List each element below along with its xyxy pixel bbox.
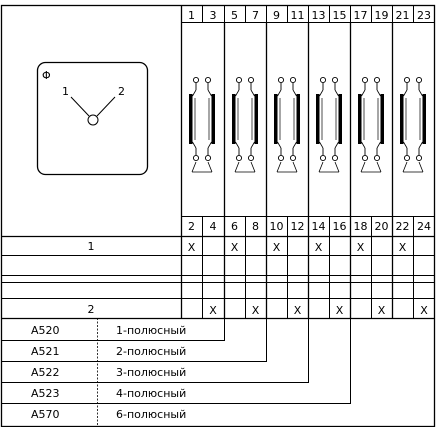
selector-box	[36, 61, 149, 176]
contact-mark: X	[273, 241, 281, 254]
top-terminal-label: 7	[252, 9, 259, 22]
contact-mark: X	[252, 304, 260, 317]
selector-phi: Φ	[42, 69, 51, 82]
contact-pair	[358, 76, 384, 173]
top-terminal-label: 5	[231, 9, 238, 22]
position-table: 1 2 X X X X X X X X X X X X	[1, 235, 435, 320]
model-desc: 3-полюсный	[116, 366, 186, 379]
bottom-terminal-label: 14	[312, 220, 326, 233]
model-code: A522	[31, 366, 60, 379]
bottom-terminal-label: 16	[333, 220, 347, 233]
bottom-terminal-label: 10	[270, 220, 284, 233]
bottom-terminal-label: 20	[375, 220, 389, 233]
bottom-terminal-label: 24	[417, 220, 431, 233]
bottom-terminal-label: 8	[252, 220, 259, 233]
selector-pos-left: 1	[62, 85, 69, 98]
bottom-terminal-label: 2	[188, 220, 195, 233]
top-terminal-label: 15	[333, 9, 347, 22]
bottom-terminal-label: 22	[396, 220, 410, 233]
model-desc: 1-полюсный	[116, 324, 186, 337]
bottom-terminal-label: 4	[210, 220, 217, 233]
contact-mark: X	[378, 304, 386, 317]
top-terminal-label: 17	[354, 9, 368, 22]
position-1-label: 1	[88, 240, 95, 253]
top-terminal-label: 11	[291, 9, 305, 22]
model-desc: 4-полюсный	[116, 387, 186, 400]
top-terminal-label: 23	[417, 9, 431, 22]
model-code: A570	[31, 408, 60, 421]
model-code: A521	[31, 345, 60, 358]
selector-pos-right: 2	[118, 85, 125, 98]
top-terminal-label: 3	[210, 9, 217, 22]
position-2-label: 2	[88, 303, 95, 316]
bottom-terminal-label: 6	[231, 220, 238, 233]
contact-pair	[274, 76, 300, 173]
selector-symbol: Φ 1 2	[36, 61, 149, 176]
contact-pair	[400, 76, 426, 173]
contact-mark: X	[357, 241, 365, 254]
contact-mark: X	[231, 241, 239, 254]
selector-arm-right	[96, 96, 116, 117]
contact-mark: X	[209, 304, 217, 317]
contact-mark: X	[315, 241, 323, 254]
model-code: A520	[31, 324, 60, 337]
model-desc: 2-полюсный	[116, 345, 186, 358]
top-terminal-label: 21	[396, 9, 410, 22]
contact-mark: X	[420, 304, 428, 317]
selector-pivot	[87, 114, 99, 126]
contact-mark: X	[294, 304, 302, 317]
contact-mark: X	[188, 241, 196, 254]
contact-pair	[316, 76, 342, 173]
contact-pair	[232, 76, 258, 173]
top-terminal-label: 9	[273, 9, 280, 22]
bottom-terminal-label: 12	[291, 220, 305, 233]
contact-mark: X	[336, 304, 344, 317]
bottom-terminal-label: 18	[354, 220, 368, 233]
contact-pair	[189, 76, 215, 173]
top-terminal-label: 1	[188, 9, 195, 22]
model-legend: A520 1-полюсный A521 2-полюсный A522 3-п…	[1, 318, 351, 426]
selector-arm-left	[70, 96, 90, 117]
model-desc: 6-полюсный	[116, 408, 186, 421]
contact-mark: X	[399, 241, 407, 254]
top-terminal-label: 19	[375, 9, 389, 22]
top-terminal-label: 13	[312, 9, 326, 22]
model-code: A523	[31, 387, 60, 400]
